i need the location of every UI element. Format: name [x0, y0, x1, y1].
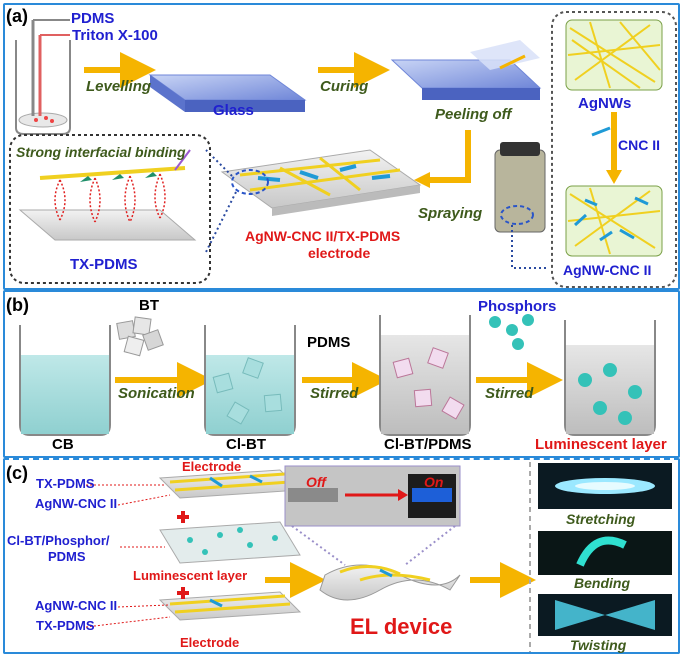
el-device	[319, 564, 461, 601]
tx-pdms-bottom-label: TX-PDMS	[36, 618, 95, 633]
demo-stretching	[538, 463, 672, 509]
glass-slab	[148, 74, 307, 112]
cnc-label: CNC II	[618, 137, 660, 153]
el-device-label: EL device	[350, 614, 453, 639]
beaker-pdms	[15, 19, 71, 135]
peeling-slab	[390, 40, 542, 100]
bt-cubes	[116, 316, 164, 357]
tx-pdms-top-label: TX-PDMS	[36, 476, 95, 491]
off-label: Off	[306, 474, 326, 490]
glass-label: Glass	[213, 102, 254, 119]
panel-a-label: (a)	[6, 6, 28, 26]
electrode-slab	[220, 149, 422, 216]
agnw-cnc-label: AgNW-CNC II	[563, 262, 652, 278]
connector-vial-agnw	[511, 225, 548, 269]
stirred-1-label: Stirred	[310, 385, 359, 402]
phosphor-spheres	[489, 314, 534, 350]
beaker-clbt-pdms	[379, 315, 471, 436]
beaker-luminescent	[564, 320, 656, 436]
beaker-cb	[19, 325, 111, 436]
agnws-label: AgNWs	[578, 95, 632, 112]
demo-twisting	[538, 594, 672, 636]
plus-icon	[177, 511, 189, 599]
cnc-rod-icon	[591, 126, 611, 137]
binding-label: Strong interfacial binding	[16, 144, 186, 160]
pdms-b-label: PDMS	[307, 334, 351, 351]
pdms-label: PDMS	[71, 10, 115, 27]
panel-c-label: (c)	[6, 463, 28, 483]
peeling-label: Peeling off	[435, 106, 512, 123]
tx-pdms-label: TX-PDMS	[70, 256, 138, 273]
panel-a-frame	[3, 3, 680, 290]
stirred-2-label: Stirred	[485, 385, 534, 402]
cl-bt-pdms-label: Cl-BT/PDMS	[384, 436, 472, 453]
bending-label: Bending	[574, 575, 630, 591]
levelling-label: Levelling	[86, 78, 152, 95]
demo-bending	[538, 531, 672, 575]
panel-b-label: (b)	[6, 295, 29, 315]
arrow-peeling-to-spraying	[430, 130, 471, 183]
luminescent-label: Luminescent layer	[535, 436, 667, 453]
layer-stack	[158, 469, 302, 621]
phosphors-label: Phosphors	[478, 298, 557, 315]
triton-label: Triton X-100	[72, 27, 158, 44]
phosphor-label-line2: PDMS	[48, 549, 86, 564]
agnw-bottom-label: AgNW-CNC II	[35, 598, 118, 613]
binding-zoom-box	[9, 134, 211, 284]
lum-layer-label: Luminescent layer	[133, 568, 248, 583]
binding-illustration	[18, 149, 197, 241]
leader-lines	[85, 484, 171, 628]
electrode-label-line2: electrode	[308, 245, 371, 261]
agnw-top-label: AgNW-CNC II	[35, 496, 118, 511]
agnw-dashed-box	[551, 11, 677, 288]
electrode-label-line1: AgNW-CNC II/TX-PDMS	[245, 228, 401, 244]
stretching-label: Stretching	[566, 511, 636, 527]
beaker-clbt	[204, 325, 296, 436]
vial	[494, 142, 546, 233]
on-label: On	[424, 474, 444, 490]
agnw-cnc-network	[565, 185, 663, 257]
cb-label: CB	[52, 436, 74, 453]
bt-label: BT	[139, 297, 159, 314]
off-on-photo	[284, 465, 461, 527]
twisting-label: Twisting	[570, 637, 627, 653]
electrode-top-label: Electrode	[182, 459, 242, 474]
cl-bt-label: Cl-BT	[226, 436, 266, 453]
spraying-label: Spraying	[418, 205, 483, 222]
agnw-network	[565, 19, 663, 91]
phosphor-label-line1: Cl-BT/Phosphor/	[7, 533, 110, 548]
electrode-bottom-label: Electrode	[180, 635, 240, 650]
panel-c-frame	[3, 458, 680, 654]
panel-b-frame	[3, 290, 680, 458]
curing-label: Curing	[320, 78, 369, 95]
sonication-label: Sonication	[118, 385, 195, 402]
